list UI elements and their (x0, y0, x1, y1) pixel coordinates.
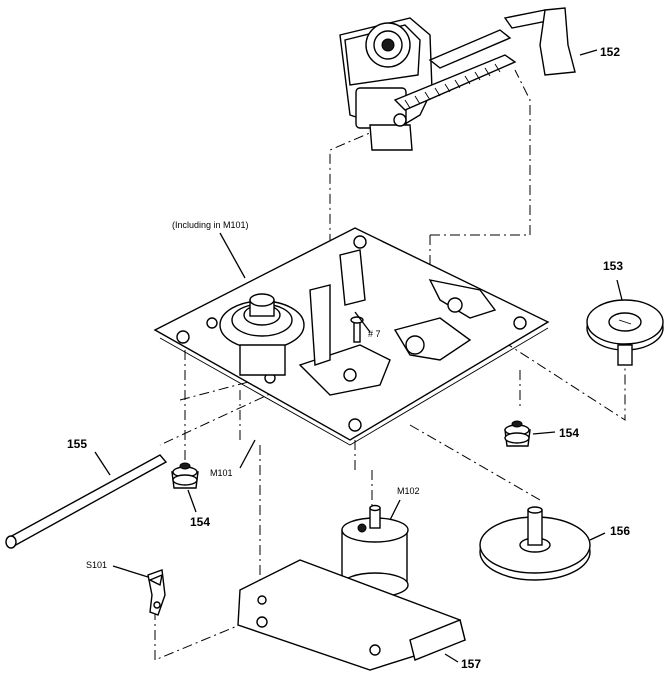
label-157: 157 (461, 657, 481, 671)
label-including-note: (Including in M101) (172, 220, 249, 230)
label-153: 153 (603, 259, 623, 273)
base-bracket-157 (237, 559, 466, 671)
label-156: 156 (610, 524, 630, 538)
label-s101: S101 (86, 560, 107, 570)
main-chassis-plate (153, 227, 550, 446)
label-155: 155 (67, 437, 87, 451)
label-m102: M102 (397, 486, 420, 496)
rubber-foot-154-left (171, 462, 199, 489)
label-152: 152 (600, 45, 620, 59)
gear-153 (586, 299, 664, 366)
label-154-right: 154 (559, 426, 579, 440)
label-154-left: 154 (190, 515, 210, 529)
motor-m102 (341, 504, 409, 598)
leader-lines (94, 49, 623, 663)
rubber-foot-154-right (504, 420, 531, 447)
drive-belt-155 (5, 454, 168, 549)
label-screw-7: # 7 (368, 329, 381, 339)
gear-156 (479, 506, 591, 581)
optical-pickup-assembly (339, 7, 576, 151)
label-m101: M101 (210, 468, 233, 478)
switch-s101 (147, 569, 166, 616)
